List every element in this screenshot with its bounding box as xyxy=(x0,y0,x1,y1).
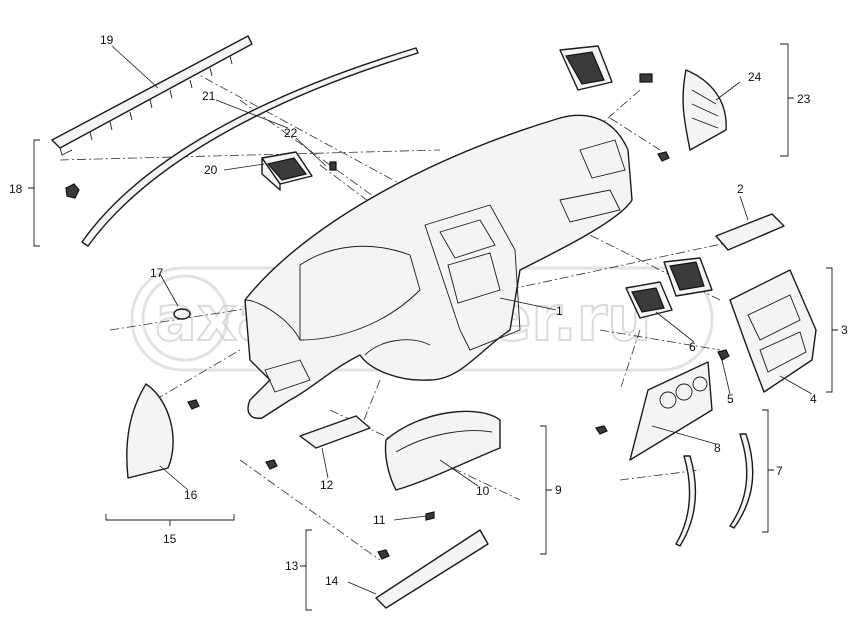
callout-9: 9 xyxy=(555,483,562,497)
callout-16: 16 xyxy=(184,488,198,502)
callout-21: 21 xyxy=(202,89,216,103)
part-1-instrument-panel xyxy=(244,114,633,419)
part-20-side-vent xyxy=(261,151,313,191)
leader-lines xyxy=(111,45,813,595)
part-7-trim-strips xyxy=(675,433,754,547)
callout-11: 11 xyxy=(373,513,386,527)
callout-3: 3 xyxy=(841,323,848,337)
part-10-cluster-hood xyxy=(384,410,501,491)
callout-24: 24 xyxy=(748,70,762,84)
part-21-trim-strip xyxy=(81,47,419,247)
part-12-lower-panel xyxy=(265,415,371,470)
part-16-end-cap xyxy=(126,383,200,479)
part-4-console-panel xyxy=(729,269,817,393)
callout-4: 4 xyxy=(810,392,817,406)
part-11-screw xyxy=(425,511,435,521)
part-2-cover-plate xyxy=(715,213,785,251)
callout-22: 22 xyxy=(284,126,298,140)
part-22-screw xyxy=(329,161,337,171)
callout-1: 1 xyxy=(556,304,563,318)
callout-8: 8 xyxy=(714,441,721,455)
callout-labels: 1 2 3 4 5 6 7 8 9 10 11 12 13 14 15 16 1… xyxy=(9,33,848,588)
part-6-center-vents xyxy=(625,257,713,319)
callout-23: 23 xyxy=(797,92,811,106)
part-14-lower-trim xyxy=(375,529,489,609)
part-8-switch-panel xyxy=(595,361,713,461)
part-18-clip xyxy=(65,183,80,199)
group-brackets xyxy=(28,43,838,611)
callout-5: 5 xyxy=(727,392,734,406)
part-17-plug xyxy=(173,308,191,320)
part-5-clip xyxy=(717,349,730,361)
part-19-defroster-grille xyxy=(51,35,253,156)
callout-18: 18 xyxy=(9,182,23,196)
callout-10: 10 xyxy=(476,484,490,498)
callout-2: 2 xyxy=(737,182,744,196)
callout-17: 17 xyxy=(150,266,164,280)
callout-19: 19 xyxy=(100,33,114,47)
callout-13: 13 xyxy=(285,559,299,573)
callout-15: 15 xyxy=(163,532,177,546)
part-24-side-panel xyxy=(657,69,727,162)
callout-7: 7 xyxy=(776,464,783,478)
callout-12: 12 xyxy=(320,478,334,492)
callout-6: 6 xyxy=(689,340,696,354)
part-23-upper-vent xyxy=(559,45,653,91)
callout-20: 20 xyxy=(204,163,218,177)
callout-14: 14 xyxy=(325,574,339,588)
